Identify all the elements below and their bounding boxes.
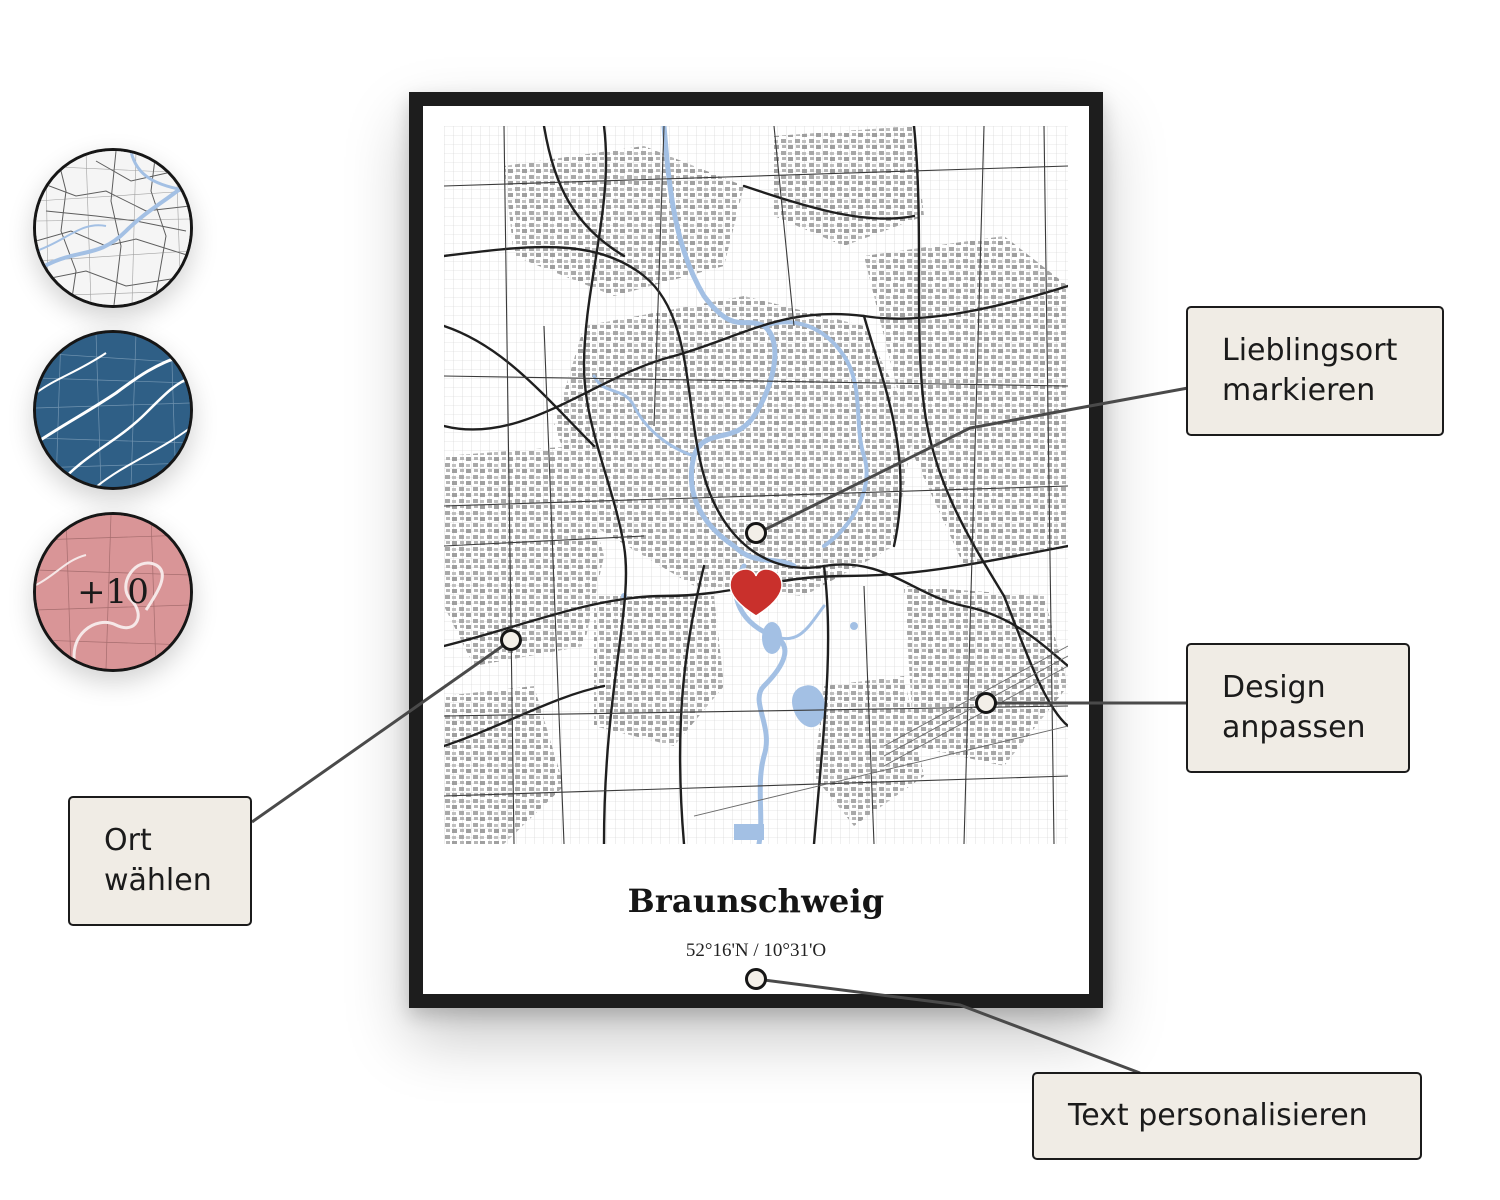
favorite-place-label-line2: markieren [1222, 373, 1376, 408]
poster: Braunschweig 52°16'N / 10°31'O [423, 106, 1089, 994]
poster-frame: Braunschweig 52°16'N / 10°31'O [409, 92, 1103, 1008]
style-option-blue[interactable] [33, 330, 193, 490]
street-map-graphic [444, 126, 1068, 844]
style-option-rose[interactable]: +10 [33, 512, 193, 672]
more-styles-label: +10 [77, 572, 149, 612]
text-hotspot[interactable] [745, 968, 767, 990]
design-label-line1: Design [1222, 670, 1326, 705]
coordinates-text[interactable]: 52°16'N / 10°31'O [685, 940, 827, 961]
heart-icon [729, 568, 783, 617]
location-label-line1: Ort [104, 823, 152, 858]
location-hotspot[interactable] [500, 629, 522, 651]
city-title[interactable]: Braunschweig [627, 882, 885, 920]
style-option-classic[interactable] [33, 148, 193, 308]
design-hotspot[interactable] [975, 692, 997, 714]
favorite-place-hotspot[interactable] [745, 522, 767, 544]
classic-map-thumbnail [36, 151, 190, 305]
city-map[interactable] [444, 126, 1068, 844]
design-label-line2: anpassen [1222, 710, 1366, 745]
location-callout[interactable]: Ort wählen [68, 796, 252, 926]
blue-map-thumbnail [36, 333, 190, 487]
rose-map-thumbnail [36, 515, 190, 669]
favorite-place-label-line1: Lieblingsort [1222, 333, 1398, 368]
design-callout[interactable]: Design anpassen [1186, 643, 1410, 773]
location-label-line2: wählen [104, 863, 212, 898]
text-label: Text personalisieren [1068, 1098, 1368, 1133]
favorite-place-callout[interactable]: Lieblingsort markieren [1186, 306, 1444, 436]
text-callout[interactable]: Text personalisieren [1032, 1072, 1422, 1160]
